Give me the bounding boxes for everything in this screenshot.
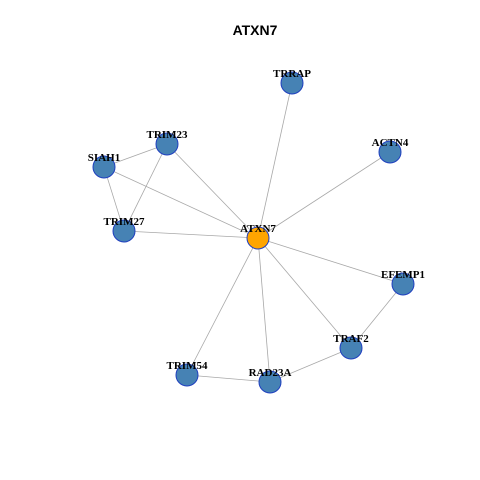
node-label-trim27: TRIM27 <box>104 216 145 228</box>
node-label-traf2: TRAF2 <box>333 333 369 345</box>
node-atxn7[interactable] <box>246 226 270 250</box>
edge-atxn7-trrap <box>257 82 293 239</box>
labels-layer: ATXN7 TRRAP ACTN4 TRIM23SIAH1TRIM27EFEMP1TR… <box>88 68 425 379</box>
node-label-rad23a: RAD23A <box>249 367 292 379</box>
nodes-layer <box>92 71 415 394</box>
node-trim27[interactable] <box>112 219 136 243</box>
node-label-efemp1: EFEMP1 <box>381 269 425 281</box>
edge-trim54-rad23a <box>186 374 271 383</box>
edge-trim23-trim27 <box>123 143 168 232</box>
node-trim54[interactable] <box>175 363 199 387</box>
node-traf2[interactable] <box>339 336 363 360</box>
graph-title: ATXN7 <box>233 22 278 38</box>
node-label-actn4: ACTN4 <box>372 137 409 149</box>
edge-traf2-rad23a <box>269 347 352 383</box>
edge-atxn7-efemp1 <box>257 237 404 285</box>
node-label-atxn7: ATXN7 <box>240 223 276 235</box>
edge-atxn7-siah1 <box>103 166 259 239</box>
edge-atxn7-traf2 <box>257 237 352 349</box>
edge-atxn7-trim23 <box>166 143 259 239</box>
edge-atxn7-trim54 <box>186 237 259 376</box>
node-trrap[interactable] <box>280 71 304 95</box>
node-siah1[interactable] <box>92 155 116 179</box>
node-trim23[interactable] <box>155 132 179 156</box>
node-label-trrap: TRRAP <box>273 68 311 80</box>
edge-atxn7-trim27 <box>123 230 259 239</box>
node-actn4[interactable] <box>378 140 402 164</box>
node-efemp1[interactable] <box>391 272 415 296</box>
node-rad23a[interactable] <box>258 370 282 394</box>
node-label-siah1: SIAH1 <box>88 152 120 164</box>
node-label-trim54: TRIM54 <box>167 360 208 372</box>
edge-atxn7-rad23a <box>257 237 271 383</box>
node-label-trim23: TRIM23 <box>147 129 188 141</box>
edge-efemp1-traf2 <box>350 283 404 349</box>
edge-atxn7-actn4 <box>257 151 391 239</box>
